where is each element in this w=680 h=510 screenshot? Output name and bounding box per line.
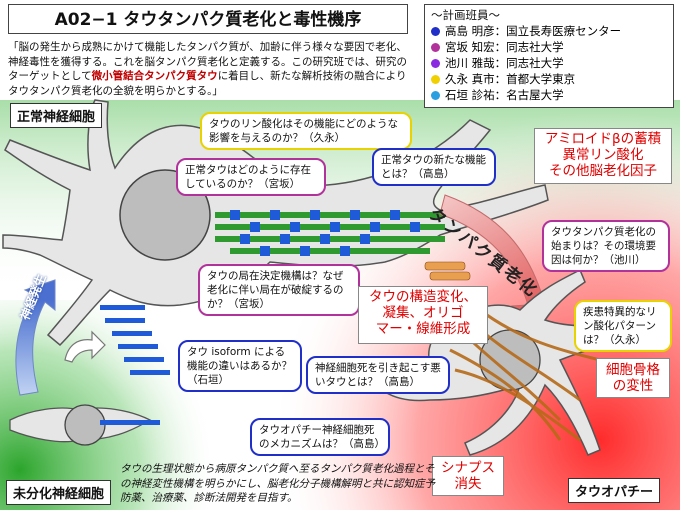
label-synapse: シナプス 消失 — [441, 460, 495, 492]
intro-highlight: 微小管結合タンパク質タウ — [91, 70, 218, 82]
label-immature-neuron: 未分化神経細胞 — [6, 480, 112, 505]
member-item: 池川 雅哉：同志社大学 — [431, 55, 667, 71]
member-item: 久永 真市：首都大学東京 — [431, 71, 667, 87]
member-name: 高島 明彦：国立長寿医療センター — [445, 24, 622, 38]
label-amyloid: アミロイドβの蓄積 異常リン酸化 その他脳老化因子 — [544, 131, 662, 179]
label-structure: タウの構造変化、 凝集、オリゴ マー・線維形成 — [369, 289, 477, 337]
member-color-dot-icon — [431, 26, 440, 36]
intro-text: 「脳の発生から成熟にかけて機能したタンパク質が、加齢に伴う様々な要因で老化、神経… — [8, 41, 407, 97]
member-list: 〜計画班員〜 高島 明彦：国立長寿医療センター宮坂 知宏：同志社大学池川 雅哉：… — [424, 4, 674, 108]
synapse-box — [432, 456, 504, 496]
cytoskeleton-box — [596, 358, 670, 398]
immature-neuron-shape — [9, 404, 160, 446]
tau-isoforms — [100, 305, 170, 375]
question-9: タウオパチー神経細胞死のメカニズムは？（高島） — [250, 418, 390, 456]
question-8: 神経細胞死を引き起こす悪いタウとは？（高島） — [306, 356, 450, 394]
bottom-summary: タウの生理状態から病原タンパク質へ至るタンパク質老化過程とその神経変性機構を明ら… — [120, 463, 435, 504]
amyloid-box — [534, 128, 672, 184]
member-name: 宮坂 知宏：同志社大学 — [445, 40, 564, 54]
member-name: 池川 雅哉：同志社大学 — [445, 56, 564, 70]
member-name: 久永 真市：首都大学東京 — [445, 72, 576, 86]
tau-oligomer — [424, 261, 471, 281]
member-color-dot-icon — [431, 90, 440, 100]
question-7: 疾患特異的なリン酸化パターンは？（久永） — [574, 300, 672, 352]
member-color-dot-icon — [431, 42, 440, 52]
member-color-dot-icon — [431, 58, 440, 68]
question-1: タウのリン酸化はその機能にどのような影響を与えるのか？（久永） — [200, 112, 412, 150]
question-2: 正常タウはどのように存在しているのか？（宮坂） — [176, 158, 326, 196]
label-cytoskeleton: 細胞骨格 の変性 — [606, 362, 660, 394]
question-6: タウタンパク質老化の始まりは？その環境要因は何か？（池川） — [542, 220, 670, 272]
label-normal-neuron: 正常神経細胞 — [10, 103, 103, 128]
member-list-header: 〜計画班員〜 — [431, 8, 500, 22]
development-arrow — [15, 279, 106, 396]
member-name: 石垣 診祐：名古屋大学 — [445, 88, 564, 102]
member-item: 高島 明彦：国立長寿医療センター — [431, 23, 667, 39]
page-title: A02−1 タウタンパク質老化と毒性機序 — [8, 4, 408, 34]
question-4: タウの局在決定機構は？なぜ老化に伴い局在が破綻するのか？（宮坂） — [198, 264, 360, 316]
question-3: 正常タウの新たな機能とは？（高島） — [372, 148, 496, 186]
structure-box — [358, 286, 488, 344]
member-item: 石垣 診祐：名古屋大学 — [431, 87, 667, 103]
member-color-dot-icon — [431, 74, 440, 84]
member-item: 宮坂 知宏：同志社大学 — [431, 39, 667, 55]
microtubule-bundle — [215, 210, 445, 256]
label-tauopathy: タウオパチー — [568, 478, 661, 503]
question-5: タウ isoform による機能の違いはあるか？（石垣） — [178, 340, 302, 392]
